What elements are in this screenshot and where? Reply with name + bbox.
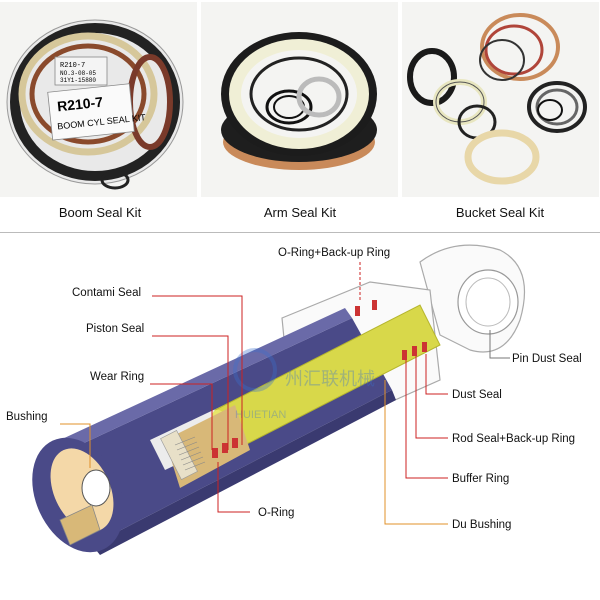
label-bushing: Bushing [6,411,48,423]
label-buffer-ring: Buffer Ring [452,473,509,485]
gland-seals [355,300,427,360]
svg-text:州汇联机械: 州汇联机械 [285,369,375,390]
arm-seal-kit-caption: Arm Seal Kit [263,205,337,220]
rod-eye [419,244,526,353]
arm-seal-kit-photo [201,2,398,197]
watermark: 州汇联机械 HUIETIAN [233,348,375,421]
bag-model: R210-7 [56,94,104,115]
sticker-line1: 31Y1-15880 [60,77,96,84]
label-o-ring: O-Ring [258,507,294,519]
sticker-line2: NO.3-08-05 [60,70,96,77]
boom-seal-kit-caption: Boom Seal Kit [58,205,142,220]
label-piston-seal: Piston Seal [86,323,144,335]
svg-text:HUIETIAN: HUIETIAN [235,409,286,421]
cylinder-diagram: 州汇联机械 HUIETIAN O-Ring+Back-up Ring Conta… [0,232,600,600]
label-wear-ring: Wear Ring [90,371,144,383]
label-pin-dust-seal: Pin Dust Seal [512,353,582,365]
leader-lines [60,262,510,525]
bucket-seal-kit-photo [402,2,599,197]
boom-seal-kit-photo: R210-7 NO.3-08-05 31Y1-15880 R210-7 BOOM… [0,2,197,197]
barrel-end [32,437,124,553]
label-du-bushing: Du Bushing [452,519,511,531]
sticker-model: R210-7 [60,62,85,70]
piston [160,405,250,488]
photo-strip: R210-7 NO.3-08-05 31Y1-15880 R210-7 BOOM… [0,0,600,233]
label-contami-seal: Contami Seal [72,287,141,299]
bucket-seal-kit-caption: Bucket Seal Kit [455,205,545,220]
label-rod-seal-backup-ring: Rod Seal+Back-up Ring [452,433,575,445]
label-dust-seal: Dust Seal [452,389,502,401]
label-oring-backup-ring: O-Ring+Back-up Ring [278,247,390,259]
